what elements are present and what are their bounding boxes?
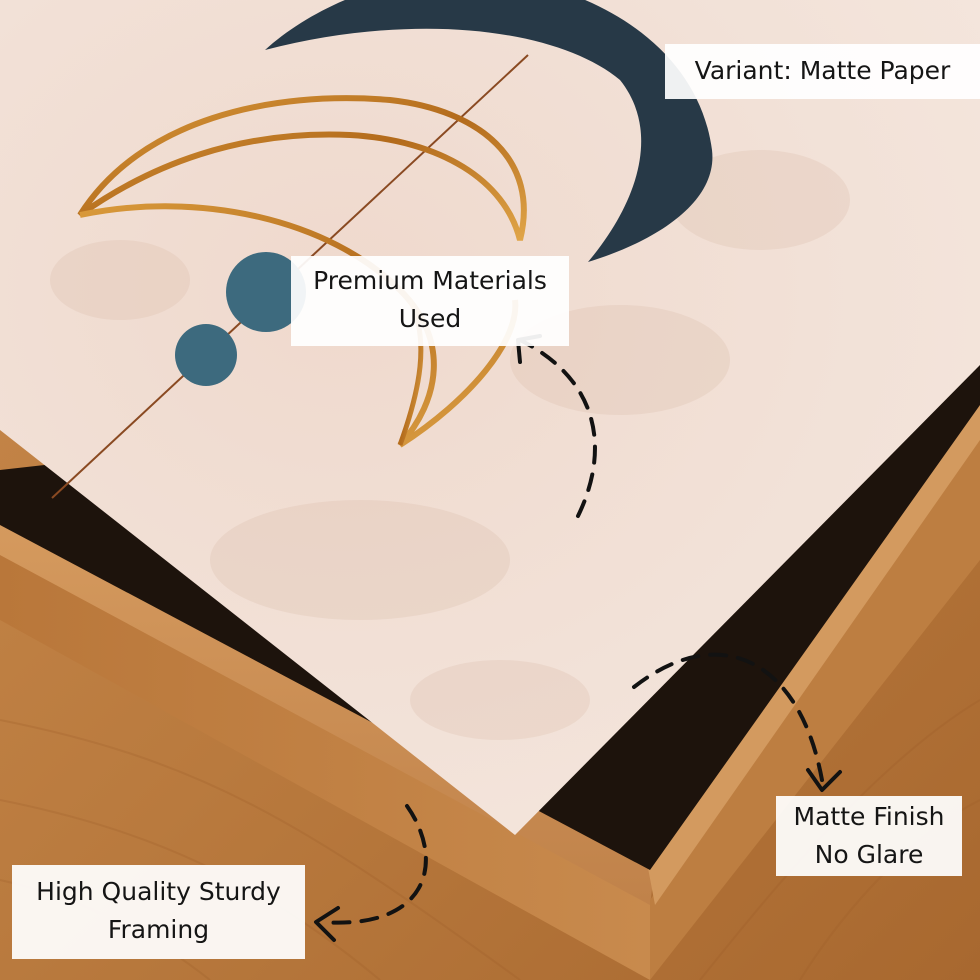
framing-line-2: Framing [107,915,210,944]
gold-crescent-upper [77,95,527,241]
teal-planet-small [175,324,237,386]
matte-finish-label: Matte Finish No Glare [776,796,962,876]
pointer-arrows [320,338,824,925]
frame-right-top [648,400,980,905]
premium-line-1: Premium Materials [313,266,547,295]
navy-crescent-moon [265,0,713,262]
premium-materials-label: Premium Materials Used [291,256,569,346]
paper-print [0,0,980,835]
arrowhead-matte [806,768,842,792]
variant-text: Variant: Matte Paper [694,56,951,85]
matte-line-1: Matte Finish [793,802,945,831]
framing-line-1: High Quality Sturdy [36,877,281,906]
arrow-matte [632,652,824,782]
frame-left-rail [0,550,650,980]
sturdy-framing-label: High Quality Sturdy Framing [12,865,305,959]
teal-planet-large [226,252,306,332]
gold-crescent-lower [79,203,519,448]
arrow-framing [320,804,428,925]
premium-line-2: Used [398,304,462,333]
matte-line-2: No Glare [814,840,924,869]
frame-right-rail [650,430,980,980]
arrow-premium [518,338,597,518]
variant-label: Variant: Matte Paper [665,44,980,99]
arrowhead-framing [314,906,340,942]
